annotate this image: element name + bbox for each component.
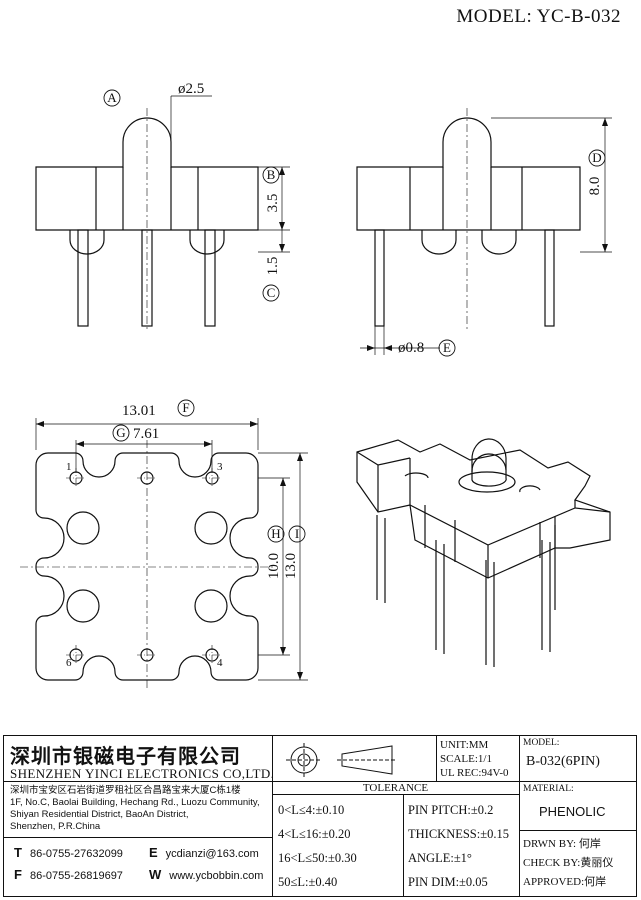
tolerance-row: 50≤L:±0.40 — [278, 875, 338, 889]
engineering-drawing: ø2.5 3.5 1.5 8.0 ø0.8 13.01 7.61 10.0 13… — [20, 81, 612, 690]
dim-pin-standoff: 1.5 — [265, 257, 281, 276]
isometric-view — [356, 438, 611, 667]
tolerance-row: 16<L≤50:±0.30 — [278, 851, 357, 865]
unit-scale-block: UNIT:MM SCALE:1/1 UL REC:94V-0 — [440, 738, 509, 780]
label-a: A — [107, 90, 117, 105]
title-block: 深圳市银磁电子有限公司 SHENZHEN YINCI ELECTRONICS C… — [3, 735, 637, 897]
pin-number: 6 — [66, 657, 72, 669]
check-by: CHECK BY:黄丽仪 — [523, 857, 614, 869]
pin-number: 4 — [217, 657, 223, 669]
label-c: C — [267, 285, 276, 300]
spec-row: ANGLE:±1° — [408, 851, 472, 865]
material-value: PHENOLIC — [539, 804, 606, 819]
phone-label: T — [14, 845, 22, 860]
web-address: www.ycbobbin.com — [169, 870, 264, 882]
front-view — [35, 117, 259, 327]
pin-number: 1 — [66, 461, 72, 473]
address-en-line: Shenzhen, P.R.China — [10, 821, 101, 832]
email-address: ycdianzi@163.com — [165, 848, 259, 860]
address-cn: 深圳市宝安区石岩街道罗租社区合昌路宝来大厦C栋1楼 — [10, 785, 241, 796]
dim-overall-height: 13.0 — [283, 553, 299, 579]
dim-pin-dia: ø0.8 — [398, 340, 424, 356]
address-en-line: Shiyan Residential District, BaoAn Distr… — [10, 809, 189, 820]
bottom-view — [35, 452, 259, 681]
phone-number: 86-0755-27632099 — [29, 848, 123, 860]
web-label: W — [149, 867, 162, 882]
fax-number: 86-0755-26819697 — [29, 870, 123, 882]
unit-text: UNIT:MM — [440, 739, 489, 751]
dim-total-height: 8.0 — [587, 177, 603, 196]
phone-row: T 86-0755-27632099 — [14, 845, 123, 860]
spec-row: THICKNESS:±0.15 — [408, 827, 509, 841]
fax-label: F — [14, 867, 22, 882]
spec-row: PIN DIM:±0.05 — [408, 875, 488, 889]
dim-inner-height: 10.0 — [266, 553, 282, 579]
address-en-line: 1F, No.C, Baolai Building, Hechang Rd., … — [10, 797, 260, 808]
address-block: 深圳市宝安区石岩街道罗租社区合昌路宝来大厦C栋1楼 1F, No.C, Baol… — [10, 785, 270, 833]
email-label: E — [149, 845, 158, 860]
signoff-block: DRWN BY: 何岸 CHECK BY:黄丽仪 APPROVED:何岸 — [523, 835, 613, 892]
label-b: B — [267, 167, 276, 182]
fax-row: F 86-0755-26819697 — [14, 867, 123, 882]
ul-rec-text: UL REC:94V-0 — [440, 767, 509, 779]
tolerance-row: 0<L≤4:±0.10 — [278, 803, 345, 817]
label-d: D — [592, 150, 601, 165]
dim-body-height: 3.5 — [265, 194, 281, 213]
label-g: G — [116, 425, 125, 440]
dim-overall-width: 13.01 — [122, 403, 156, 419]
material-label: MATERIAL: — [523, 784, 574, 794]
projection-symbol-icon — [286, 743, 397, 777]
model-value: B-032(6PIN) — [526, 754, 600, 769]
label-h: H — [271, 526, 280, 541]
spec-list: PIN PITCH:±0.2 THICKNESS:±0.15 ANGLE:±1°… — [408, 798, 509, 894]
model-label: MODEL: — [523, 738, 560, 748]
label-e: E — [443, 340, 451, 355]
model-header: MODEL: YC-B-032 — [456, 6, 621, 27]
tolerance-list: 0<L≤4:±0.10 4<L≤16:±0.20 16<L≤50:±0.30 5… — [278, 798, 357, 894]
scale-text: SCALE:1/1 — [440, 753, 492, 765]
label-f: F — [182, 400, 189, 415]
tolerance-title: TOLERANCE — [362, 782, 429, 794]
company-name-cn: 深圳市银磁电子有限公司 — [10, 744, 241, 768]
dim-head-dia: ø2.5 — [178, 81, 204, 97]
side-view — [356, 117, 581, 327]
pin-number: 3 — [217, 461, 223, 473]
tolerance-row: 4<L≤16:±0.20 — [278, 827, 351, 841]
dim-pin-pitch: 7.61 — [133, 426, 159, 442]
spec-row: PIN PITCH:±0.2 — [408, 803, 494, 817]
company-name-en: SHENZHEN YINCI ELECTRONICS CO,LTD. — [10, 766, 275, 781]
label-i: I — [295, 526, 299, 541]
drawn-by: DRWN BY: 何岸 — [523, 838, 601, 850]
approved-by: APPROVED:何岸 — [523, 876, 607, 888]
